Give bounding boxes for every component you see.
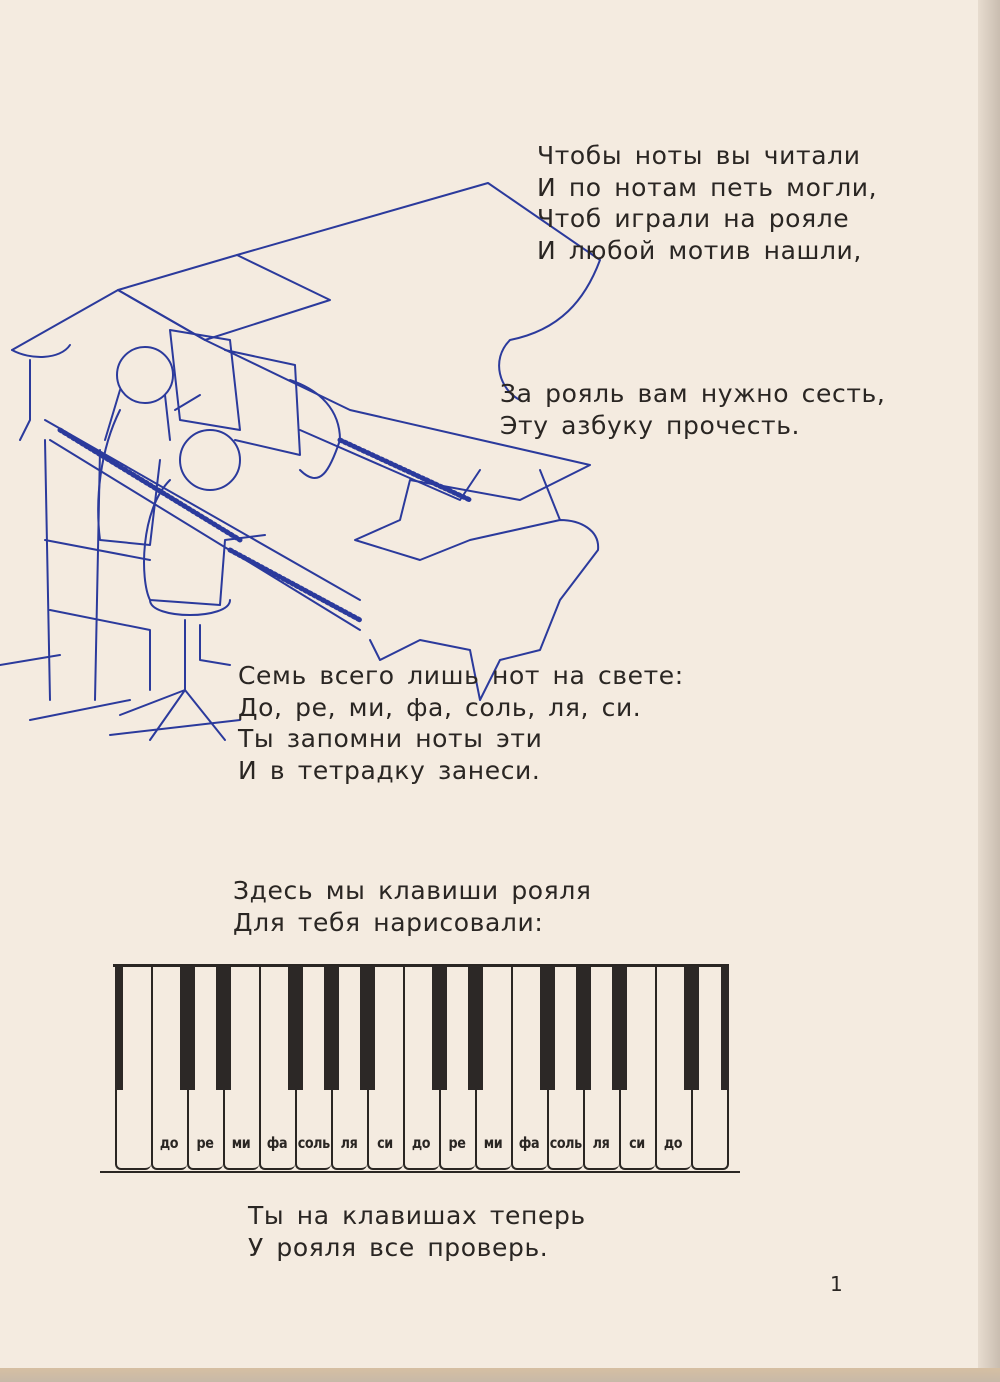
key-label: ми	[483, 1134, 503, 1152]
key-label: фа	[266, 1134, 288, 1152]
white-key	[403, 966, 439, 1170]
key-label: ре	[448, 1134, 466, 1152]
black-key	[684, 966, 699, 1090]
verse-line: Ты запомни ноты эти	[238, 724, 543, 753]
key-label: ля	[592, 1134, 610, 1152]
key-label: ре	[196, 1134, 214, 1152]
black-key	[360, 966, 375, 1090]
key-label: си	[377, 1134, 393, 1152]
stanza-4: Здесь мы клавиши рояля Для тебя нарисова…	[233, 875, 592, 938]
key-label: ми	[231, 1134, 251, 1152]
keyboard-base-line	[100, 1171, 740, 1173]
verse-line: За рояль вам нужно сесть,	[500, 379, 886, 408]
verse-line: Чтобы ноты вы читали	[537, 141, 861, 170]
verse-line: До, ре, ми, фа, соль, ля, си.	[238, 692, 642, 722]
verse-line: Эту азбуку прочесть.	[500, 410, 801, 440]
key-label: си	[629, 1134, 645, 1152]
stanza-1: Чтобы ноты вы читали И по нотам петь мог…	[537, 140, 877, 266]
white-key	[655, 966, 691, 1170]
black-key	[721, 966, 729, 1090]
verse-line: У рояля все проверь.	[248, 1232, 549, 1262]
verse-line: Ты на клавишах теперь	[248, 1201, 586, 1230]
page-edge	[978, 0, 1000, 1382]
stanza-3: Семь всего лишь нот на свете: До, ре, ми…	[238, 660, 684, 786]
black-key	[432, 966, 447, 1090]
stanza-2: За рояль вам нужно сесть, Эту азбуку про…	[500, 378, 885, 441]
white-key	[259, 966, 295, 1170]
key-label: соль	[297, 1134, 330, 1152]
verse-line: И любой мотив нашли,	[537, 235, 862, 265]
black-key	[468, 966, 483, 1090]
page-bottom-edge	[0, 1368, 1000, 1382]
key-label: фа	[518, 1134, 540, 1152]
verse-line: Чтоб играли на рояле	[537, 204, 850, 233]
black-key	[216, 966, 231, 1090]
keyboard-top-line	[113, 964, 729, 967]
key-label: соль	[549, 1134, 582, 1152]
white-key	[151, 966, 187, 1170]
black-key	[180, 966, 195, 1090]
black-key	[324, 966, 339, 1090]
black-key	[540, 966, 555, 1090]
black-key	[576, 966, 591, 1090]
book-page	[0, 0, 978, 1370]
page-number: 1	[830, 1272, 843, 1296]
key-label: до	[159, 1134, 179, 1152]
black-key	[612, 966, 627, 1090]
key-label: ля	[340, 1134, 358, 1152]
verse-line: Для тебя нарисовали:	[233, 907, 544, 937]
black-key	[288, 966, 303, 1090]
verse-line: Здесь мы клавиши рояля	[233, 876, 592, 905]
key-label: до	[663, 1134, 683, 1152]
black-key	[115, 966, 123, 1090]
key-label: до	[411, 1134, 431, 1152]
piano-children-illustration	[0, 182, 601, 741]
white-key	[511, 966, 547, 1170]
verse-line: И по нотам петь могли,	[537, 172, 878, 202]
stanza-5: Ты на клавишах теперь У рояля все провер…	[248, 1200, 586, 1263]
verse-line: Семь всего лишь нот на свете:	[238, 661, 684, 690]
verse-line: И в тетрадку занеси.	[238, 755, 541, 785]
